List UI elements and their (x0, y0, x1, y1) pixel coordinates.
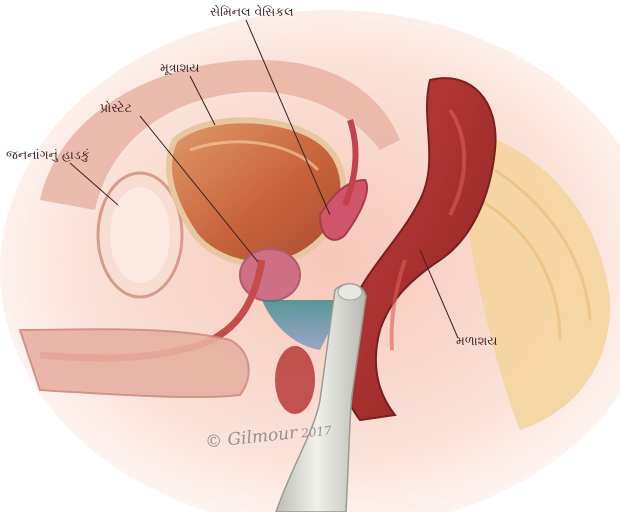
label-prostate: પ્રોસ્ટેટ (100, 100, 132, 116)
penile-tissue (20, 329, 249, 397)
label-bladder: મૂત્રાશય (160, 60, 199, 76)
label-seminal-vesicle: સેમિનલ વેસિકલ (210, 4, 294, 20)
label-rectum: મળાશય (456, 333, 498, 349)
prostate (240, 249, 300, 301)
signature-year: 2017 (300, 423, 332, 440)
label-pubic-bone: જનનાંગનું હાડકું (6, 147, 90, 163)
